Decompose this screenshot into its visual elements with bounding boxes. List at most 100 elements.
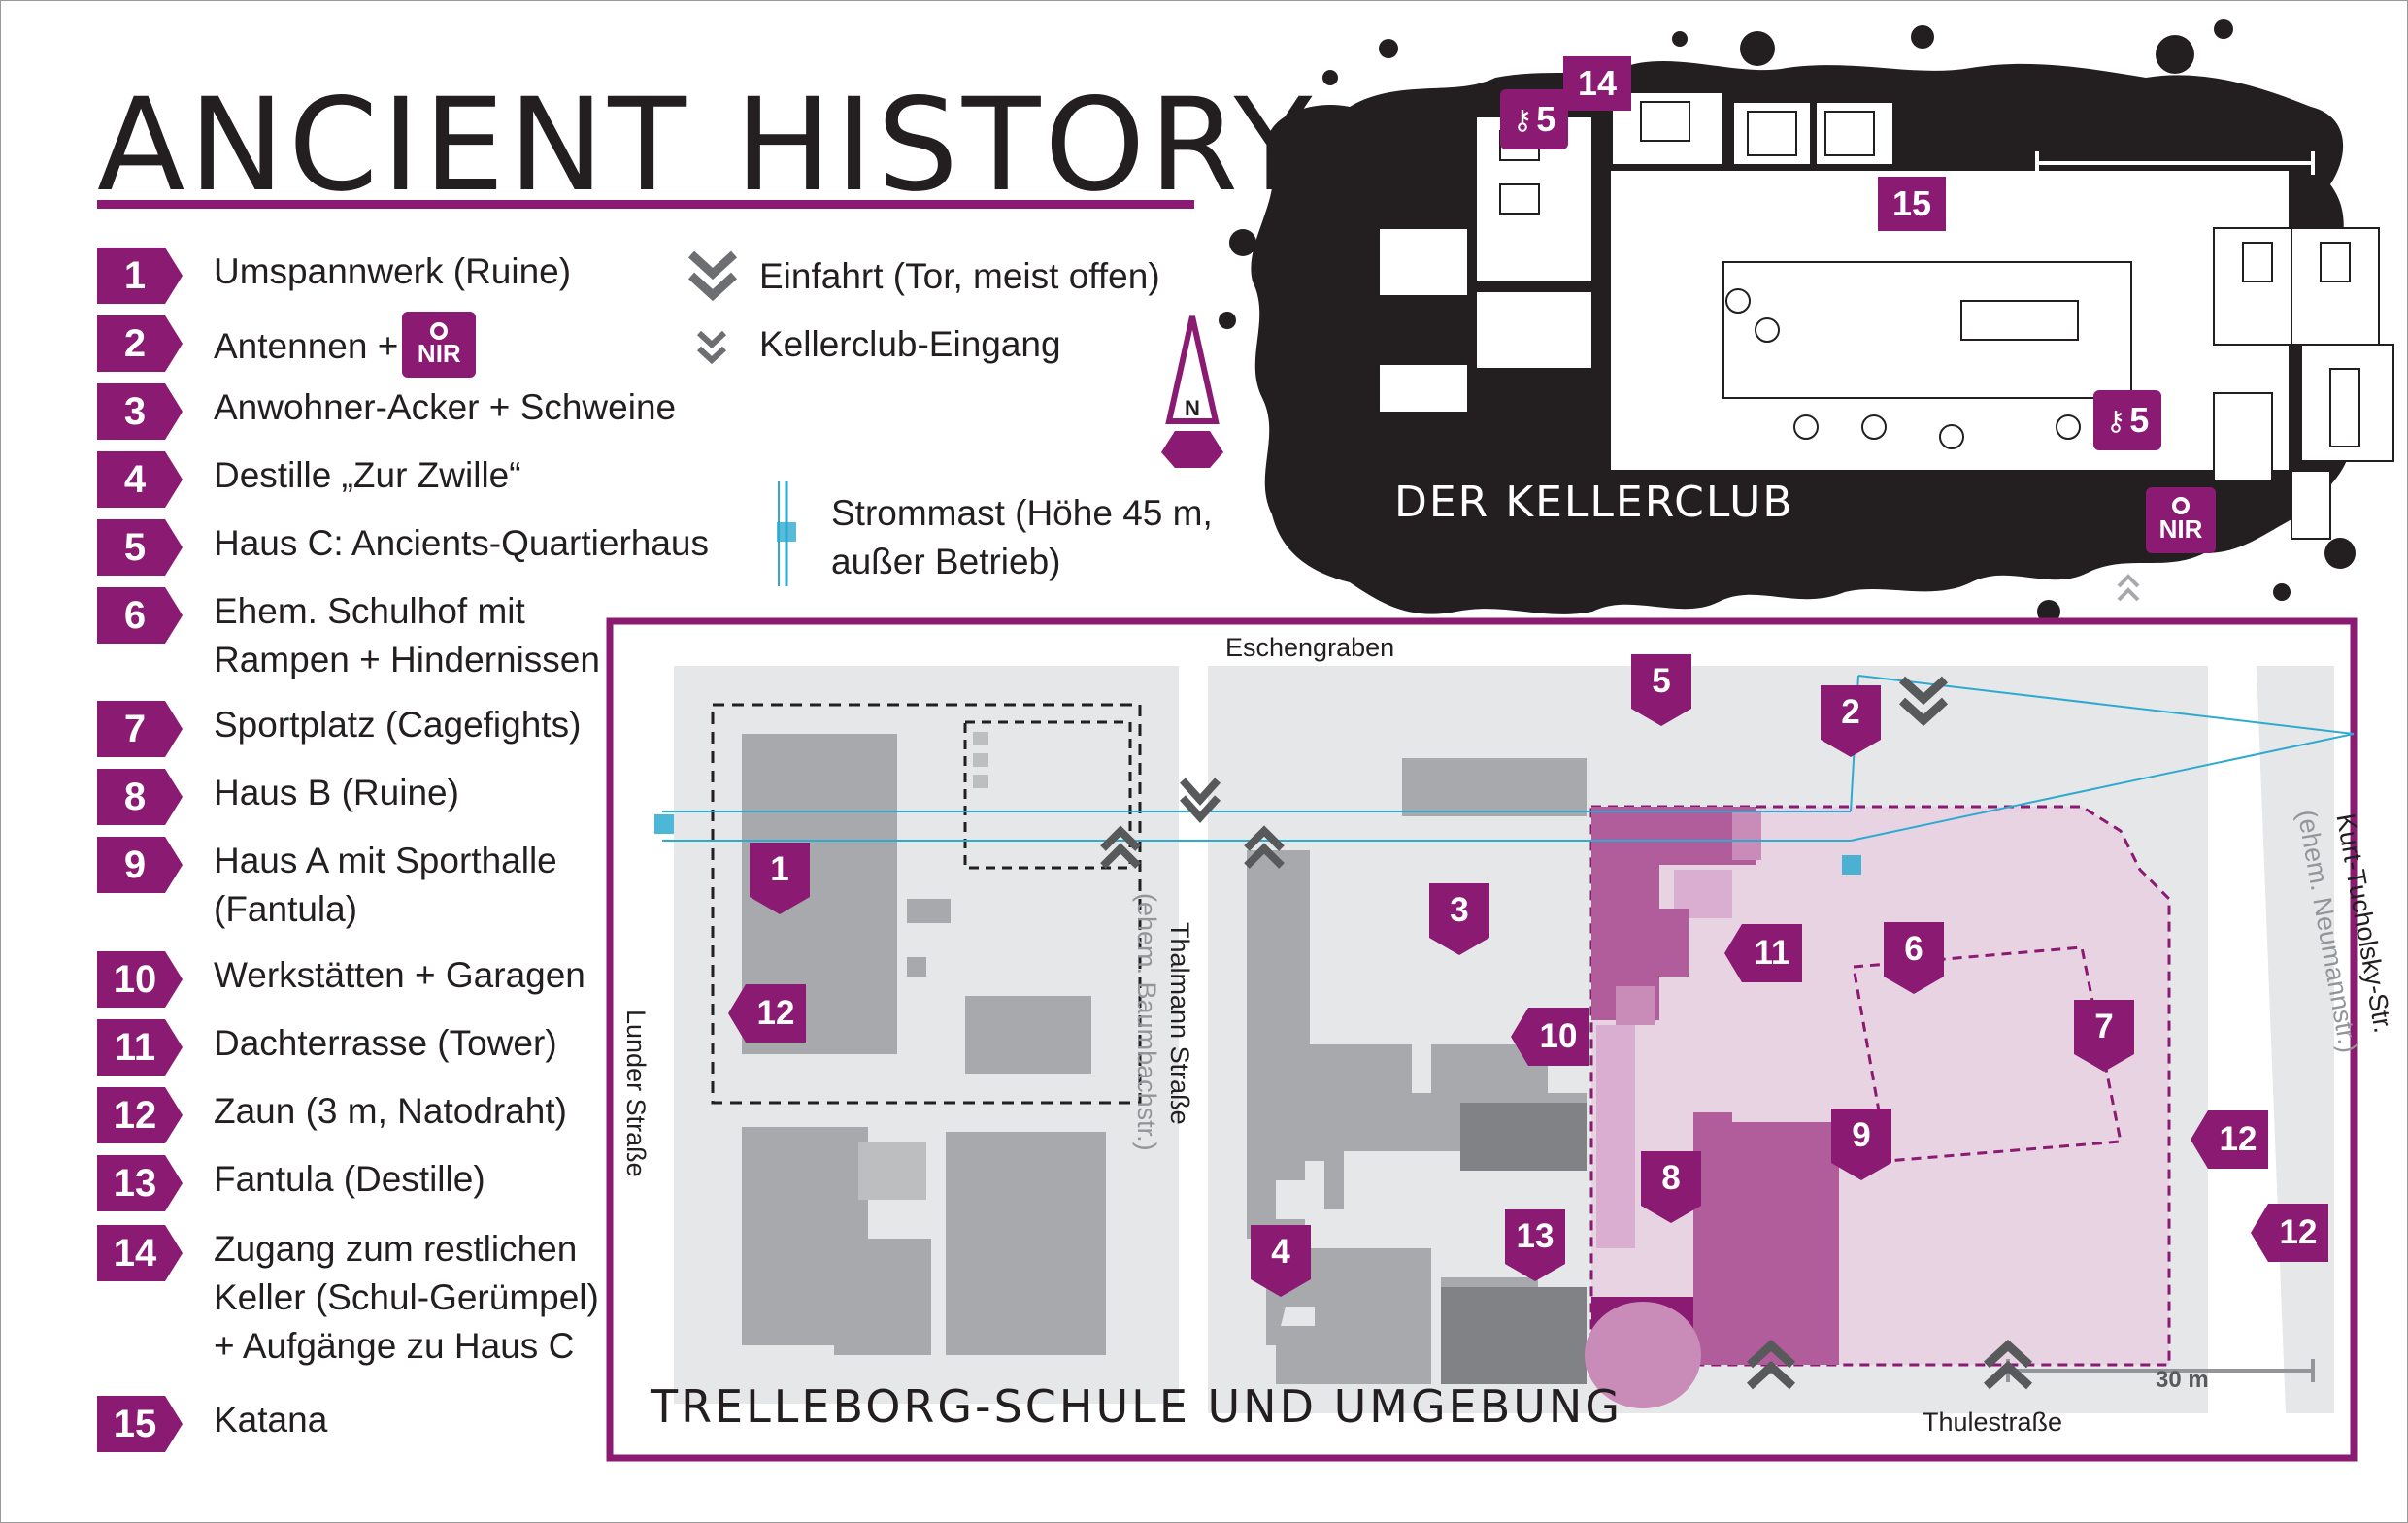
legend-line: Katana xyxy=(214,1400,328,1440)
hall-center xyxy=(1722,261,2132,399)
building-13 xyxy=(1441,1287,1587,1384)
map-pin-label: 11 xyxy=(1754,934,1790,972)
legend-number: 15 xyxy=(113,1402,157,1445)
map-pin-label: 8 xyxy=(1661,1159,1681,1197)
haus-b-ruin xyxy=(1585,1302,1701,1408)
legend-text: Katana xyxy=(214,1396,327,1444)
map-pin-p12c: 12 xyxy=(2251,1204,2328,1262)
page-title: ANCIENT HISTORY xyxy=(97,71,1317,220)
map-title: TRELLEBORG-SCHULE UND UMGEBUNG xyxy=(651,1380,1622,1433)
map-pin-label: 13 xyxy=(1516,1217,1555,1255)
legend-text: Werkstätten + Garagen xyxy=(214,951,585,1000)
map-pin-p5: 5 xyxy=(1631,654,1691,726)
legend-badge: 1 xyxy=(97,248,184,304)
legend-line: (Fantula) xyxy=(214,889,358,929)
map-pin-p4: 4 xyxy=(1251,1225,1311,1297)
nir-ring-icon xyxy=(430,322,449,340)
legend-text: Haus B (Ruine) xyxy=(214,769,459,817)
map-pin-label: 2 xyxy=(1841,693,1860,731)
map-pin-label: 12 xyxy=(756,994,795,1032)
legend-badge: 5 xyxy=(97,519,184,576)
strommast-label-1: Strommast (Höhe 45 m, xyxy=(831,493,1213,533)
map-pin-p10: 10 xyxy=(1511,1008,1589,1066)
legend-badge: 12 xyxy=(97,1087,184,1143)
legend-line: Sportplatz (Cagefights) xyxy=(214,705,582,745)
legend-line: Zaun (3 m, Natodraht) xyxy=(214,1091,567,1131)
key-icon: ⚷ xyxy=(1512,104,1533,135)
kc-nir-badge: NIR xyxy=(2146,487,2216,553)
legend-text: Antennen + NIR xyxy=(214,312,477,381)
gate-south-icon xyxy=(1100,825,1141,851)
gate-south-icon-4 xyxy=(1244,843,1285,869)
map-pin-label: 7 xyxy=(2094,1008,2114,1045)
legend-line: Fantula (Destille) xyxy=(214,1159,485,1199)
legend-line: Antennen + xyxy=(214,325,399,366)
kellerclub-entrance-icon xyxy=(696,330,727,365)
fence-substation xyxy=(963,720,1132,870)
kellerclub-scale-label: 15 m xyxy=(2144,189,2206,219)
map-pin-label: 12 xyxy=(2219,1120,2258,1158)
legend-item-1: 1 Umspannwerk (Ruine) xyxy=(97,248,571,304)
map-pin-label: 9 xyxy=(1852,1116,1871,1154)
map-pin-label: 6 xyxy=(1904,930,1923,968)
legend-line: Destille „Zur Zwille“ xyxy=(214,455,521,495)
kc-badge-5-left: ⚷5 xyxy=(1500,89,1568,149)
map-pin-p12a: 12 xyxy=(728,984,806,1043)
legend-text: Dachterrasse (Tower) xyxy=(214,1019,557,1068)
legend-line: + Aufgänge zu Haus C xyxy=(214,1326,575,1366)
legend-badge: 2 xyxy=(97,315,184,372)
legend-number: 1 xyxy=(123,253,147,297)
einfahrt-label: Einfahrt (Tor, meist offen) xyxy=(759,256,1160,296)
legend-line: Haus A mit Sporthalle xyxy=(214,841,557,880)
legend-badge: 3 xyxy=(97,383,184,440)
map-pin-label: 4 xyxy=(1271,1233,1290,1271)
kellerclub-plan: 15 m xyxy=(1219,19,2394,631)
legend-badge: 9 xyxy=(97,837,184,893)
einfahrt-icon xyxy=(687,250,738,302)
legend-number: 8 xyxy=(123,775,147,818)
legend-badge: 13 xyxy=(97,1155,184,1211)
legend-item-10: 10 Werkstätten + Garagen xyxy=(97,951,585,1008)
legend-number: 12 xyxy=(113,1093,157,1137)
legend-item-2: 2 Antennen + NIR xyxy=(97,312,477,381)
legend-badge: 10 xyxy=(97,951,184,1008)
kc-badge-14: 14 xyxy=(1563,56,1631,111)
legend-line: Werkstätten + Garagen xyxy=(214,955,585,995)
map-pin-p2: 2 xyxy=(1821,685,1881,757)
map-pin-label: 3 xyxy=(1450,891,1469,929)
legend-number: 4 xyxy=(123,457,147,501)
map-pin-p7: 7 xyxy=(2074,1000,2134,1072)
legend-item-8: 8 Haus B (Ruine) xyxy=(97,769,459,825)
map-pin-p12b: 12 xyxy=(2191,1110,2268,1169)
gate-north-icon-2 xyxy=(1180,795,1221,823)
kc-badge-15: 15 xyxy=(1878,177,1946,231)
title-underline xyxy=(97,200,1194,209)
legend-badge: 14 xyxy=(97,1225,184,1281)
street-eschengraben: Eschengraben xyxy=(1225,633,1395,662)
north-arrow-icon: N xyxy=(1161,315,1223,468)
legend-text: Haus A mit Sporthalle (Fantula) xyxy=(214,837,557,934)
nir-ring-icon xyxy=(2172,496,2190,514)
map-pin-label: 1 xyxy=(770,850,789,888)
legend-badge: 11 xyxy=(97,1019,184,1076)
street-lunder: Lunder Straße xyxy=(621,1010,651,1177)
legend-line: Umspannwerk (Ruine) xyxy=(214,251,572,291)
legend-item-12: 12 Zaun (3 m, Natodraht) xyxy=(97,1087,567,1143)
legend-number: 3 xyxy=(123,389,147,433)
strommast-west-icon xyxy=(654,814,674,834)
key-icon: ⚷ xyxy=(2105,405,2126,436)
legend-number: 9 xyxy=(123,843,147,886)
legend-text: Fantula (Destille) xyxy=(214,1155,485,1204)
einfahrt-south-icon-1 xyxy=(1746,1340,1796,1390)
legend-item-13: 13 Fantula (Destille) xyxy=(97,1155,485,1211)
map-pin-label: 12 xyxy=(2279,1213,2318,1251)
legend-line: Dachterrasse (Tower) xyxy=(214,1023,557,1063)
kellerclub-title: DER KELLERCLUB xyxy=(1394,478,1794,527)
map-pin-p9: 9 xyxy=(1831,1109,1891,1180)
strommast-label-2: außer Betrieb) xyxy=(831,542,1061,581)
map-pin-p8: 8 xyxy=(1641,1151,1701,1223)
legend-badge: 6 xyxy=(97,587,184,644)
